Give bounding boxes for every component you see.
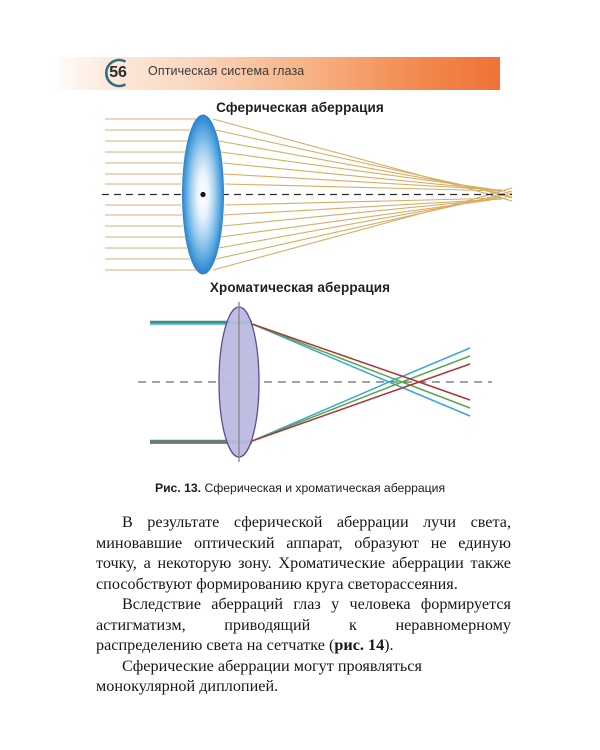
figure-caption: Рис. 13. Сферическая и хроматическая абе… bbox=[0, 481, 600, 495]
body-text: В результате сферической аберрации лучи … bbox=[96, 512, 511, 697]
paragraph-3: Сферические аберрации могут проявляться … bbox=[96, 656, 422, 696]
page-number: 56 bbox=[109, 64, 127, 81]
figure-caption-text: Сферическая и хроматическая аберрация bbox=[201, 481, 446, 495]
header-title: Оптическая система глаза bbox=[148, 64, 305, 78]
page-number-circle-icon bbox=[101, 56, 135, 90]
incoming-parallel-rays bbox=[105, 118, 196, 271]
paragraph-1: В результате сферической аберрации лучи … bbox=[96, 513, 511, 593]
paragraph-2: Вследствие аберраций глаз у человека фор… bbox=[96, 594, 511, 656]
spherical-aberration-diagram bbox=[0, 112, 600, 282]
refracted-rays-green bbox=[251, 323, 471, 442]
chromatic-aberration-heading: Хроматическая аберрация bbox=[209, 280, 391, 295]
lens-center-point bbox=[200, 191, 206, 198]
refracted-rays-red bbox=[251, 323, 471, 442]
figure-reference: рис. 14 bbox=[334, 636, 385, 654]
chromatic-aberration-diagram bbox=[0, 300, 600, 475]
paragraph-2-part-a: Вследствие аберраций глаз у человека фор… bbox=[96, 595, 511, 654]
paragraph-2-part-b: ). bbox=[384, 636, 394, 654]
refracted-converging-rays bbox=[212, 118, 507, 271]
figure-caption-label: Рис. 13. bbox=[154, 481, 202, 495]
spherical-aberration-heading: Сферическая аберрация bbox=[216, 100, 384, 115]
